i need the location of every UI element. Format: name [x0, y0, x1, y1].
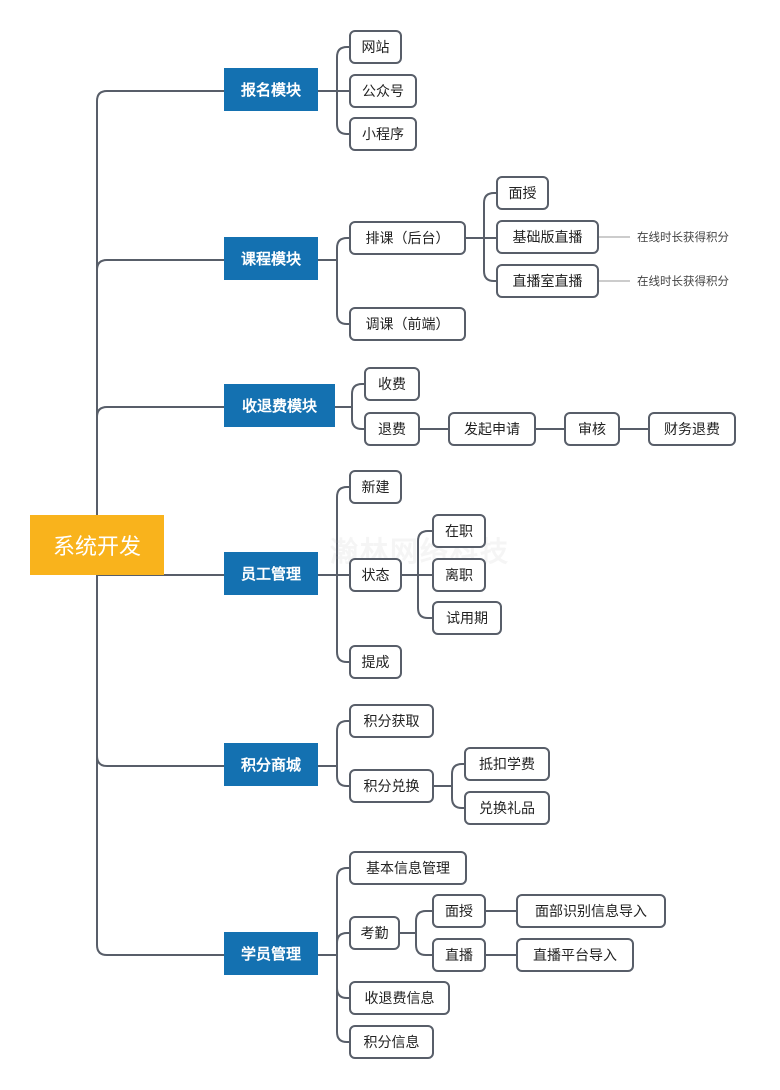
branch-signup[interactable]: 报名模块 [224, 68, 318, 111]
node-employed[interactable]: 在职 [432, 514, 486, 548]
node-points-earn[interactable]: 积分获取 [349, 704, 434, 738]
node-fee-info[interactable]: 收退费信息 [349, 981, 450, 1015]
node-mini-program[interactable]: 小程序 [349, 117, 417, 151]
branch-points[interactable]: 积分商城 [224, 743, 318, 786]
root-node[interactable]: 系统开发 [30, 515, 164, 575]
node-finance-refund[interactable]: 财务退费 [648, 412, 736, 446]
branch-student[interactable]: 学员管理 [224, 932, 318, 975]
node-commission[interactable]: 提成 [349, 645, 402, 679]
branch-staff[interactable]: 员工管理 [224, 552, 318, 595]
node-official-account[interactable]: 公众号 [349, 74, 417, 108]
node-adjust-class[interactable]: 调课（前端） [349, 307, 466, 341]
node-points-exchange[interactable]: 积分兑换 [349, 769, 434, 803]
node-studio-live[interactable]: 直播室直播 [496, 264, 599, 298]
node-attendance-face[interactable]: 面授 [432, 894, 486, 928]
node-live-import[interactable]: 直播平台导入 [516, 938, 634, 972]
node-review[interactable]: 审核 [564, 412, 620, 446]
node-staff-status[interactable]: 状态 [349, 558, 402, 592]
node-attendance[interactable]: 考勤 [349, 916, 400, 950]
node-refund[interactable]: 退费 [364, 412, 420, 446]
node-website[interactable]: 网站 [349, 30, 402, 64]
note-studio-live-points: 在线时长获得积分 [637, 274, 729, 288]
node-exchange-gift[interactable]: 兑换礼品 [464, 791, 550, 825]
node-basic-live[interactable]: 基础版直播 [496, 220, 599, 254]
node-probation[interactable]: 试用期 [432, 601, 502, 635]
node-submit-request[interactable]: 发起申请 [448, 412, 536, 446]
node-collect-fee[interactable]: 收费 [364, 367, 420, 401]
node-deduct-tuition[interactable]: 抵扣学费 [464, 747, 550, 781]
node-resigned[interactable]: 离职 [432, 558, 486, 592]
node-basic-info[interactable]: 基本信息管理 [349, 851, 467, 885]
branch-course[interactable]: 课程模块 [224, 237, 318, 280]
node-attendance-live[interactable]: 直播 [432, 938, 486, 972]
node-face-teaching[interactable]: 面授 [496, 176, 549, 210]
node-new-staff[interactable]: 新建 [349, 470, 402, 504]
node-face-import[interactable]: 面部识别信息导入 [516, 894, 666, 928]
note-basic-live-points: 在线时长获得积分 [637, 230, 729, 244]
node-points-info[interactable]: 积分信息 [349, 1025, 434, 1059]
branch-fee[interactable]: 收退费模块 [224, 384, 335, 427]
node-schedule[interactable]: 排课（后台） [349, 221, 466, 255]
